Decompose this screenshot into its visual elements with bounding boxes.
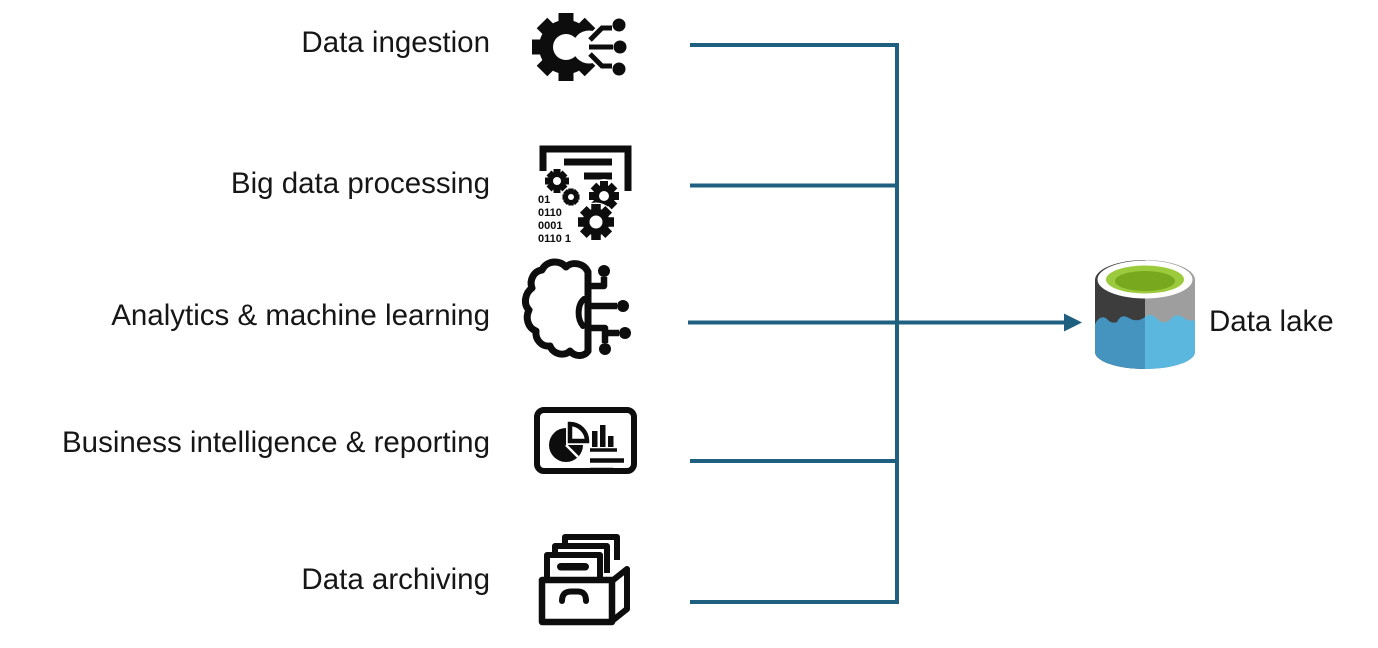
binary-text-row: 0110 1: [538, 233, 571, 245]
brain-circuit-icon: [521, 258, 631, 359]
archive-drawer-icon: [538, 534, 630, 626]
binary-text-row: 01: [538, 194, 550, 206]
label-big-data-processing: Big data processing: [230, 167, 490, 200]
connector-arrowhead: [1064, 313, 1082, 332]
connector-tree: [688, 43, 1066, 604]
document-gears-binary-icon: 01 0110 0001 0110 1: [538, 145, 632, 245]
binary-text-row: 0110: [538, 207, 562, 219]
data-lake-cylinder-icon: [1095, 260, 1195, 369]
label-data-ingestion: Data ingestion: [301, 26, 490, 59]
label-bi-reporting: Business intelligence & reporting: [62, 426, 490, 459]
label-analytics-ml: Analytics & machine learning: [111, 299, 490, 332]
binary-text-row: 0001: [538, 220, 562, 232]
gear-circuit-icon: [532, 13, 627, 81]
dashboard-charts-icon: [534, 407, 637, 474]
label-data-lake: Data lake: [1209, 305, 1334, 338]
label-data-archiving: Data archiving: [301, 563, 490, 596]
